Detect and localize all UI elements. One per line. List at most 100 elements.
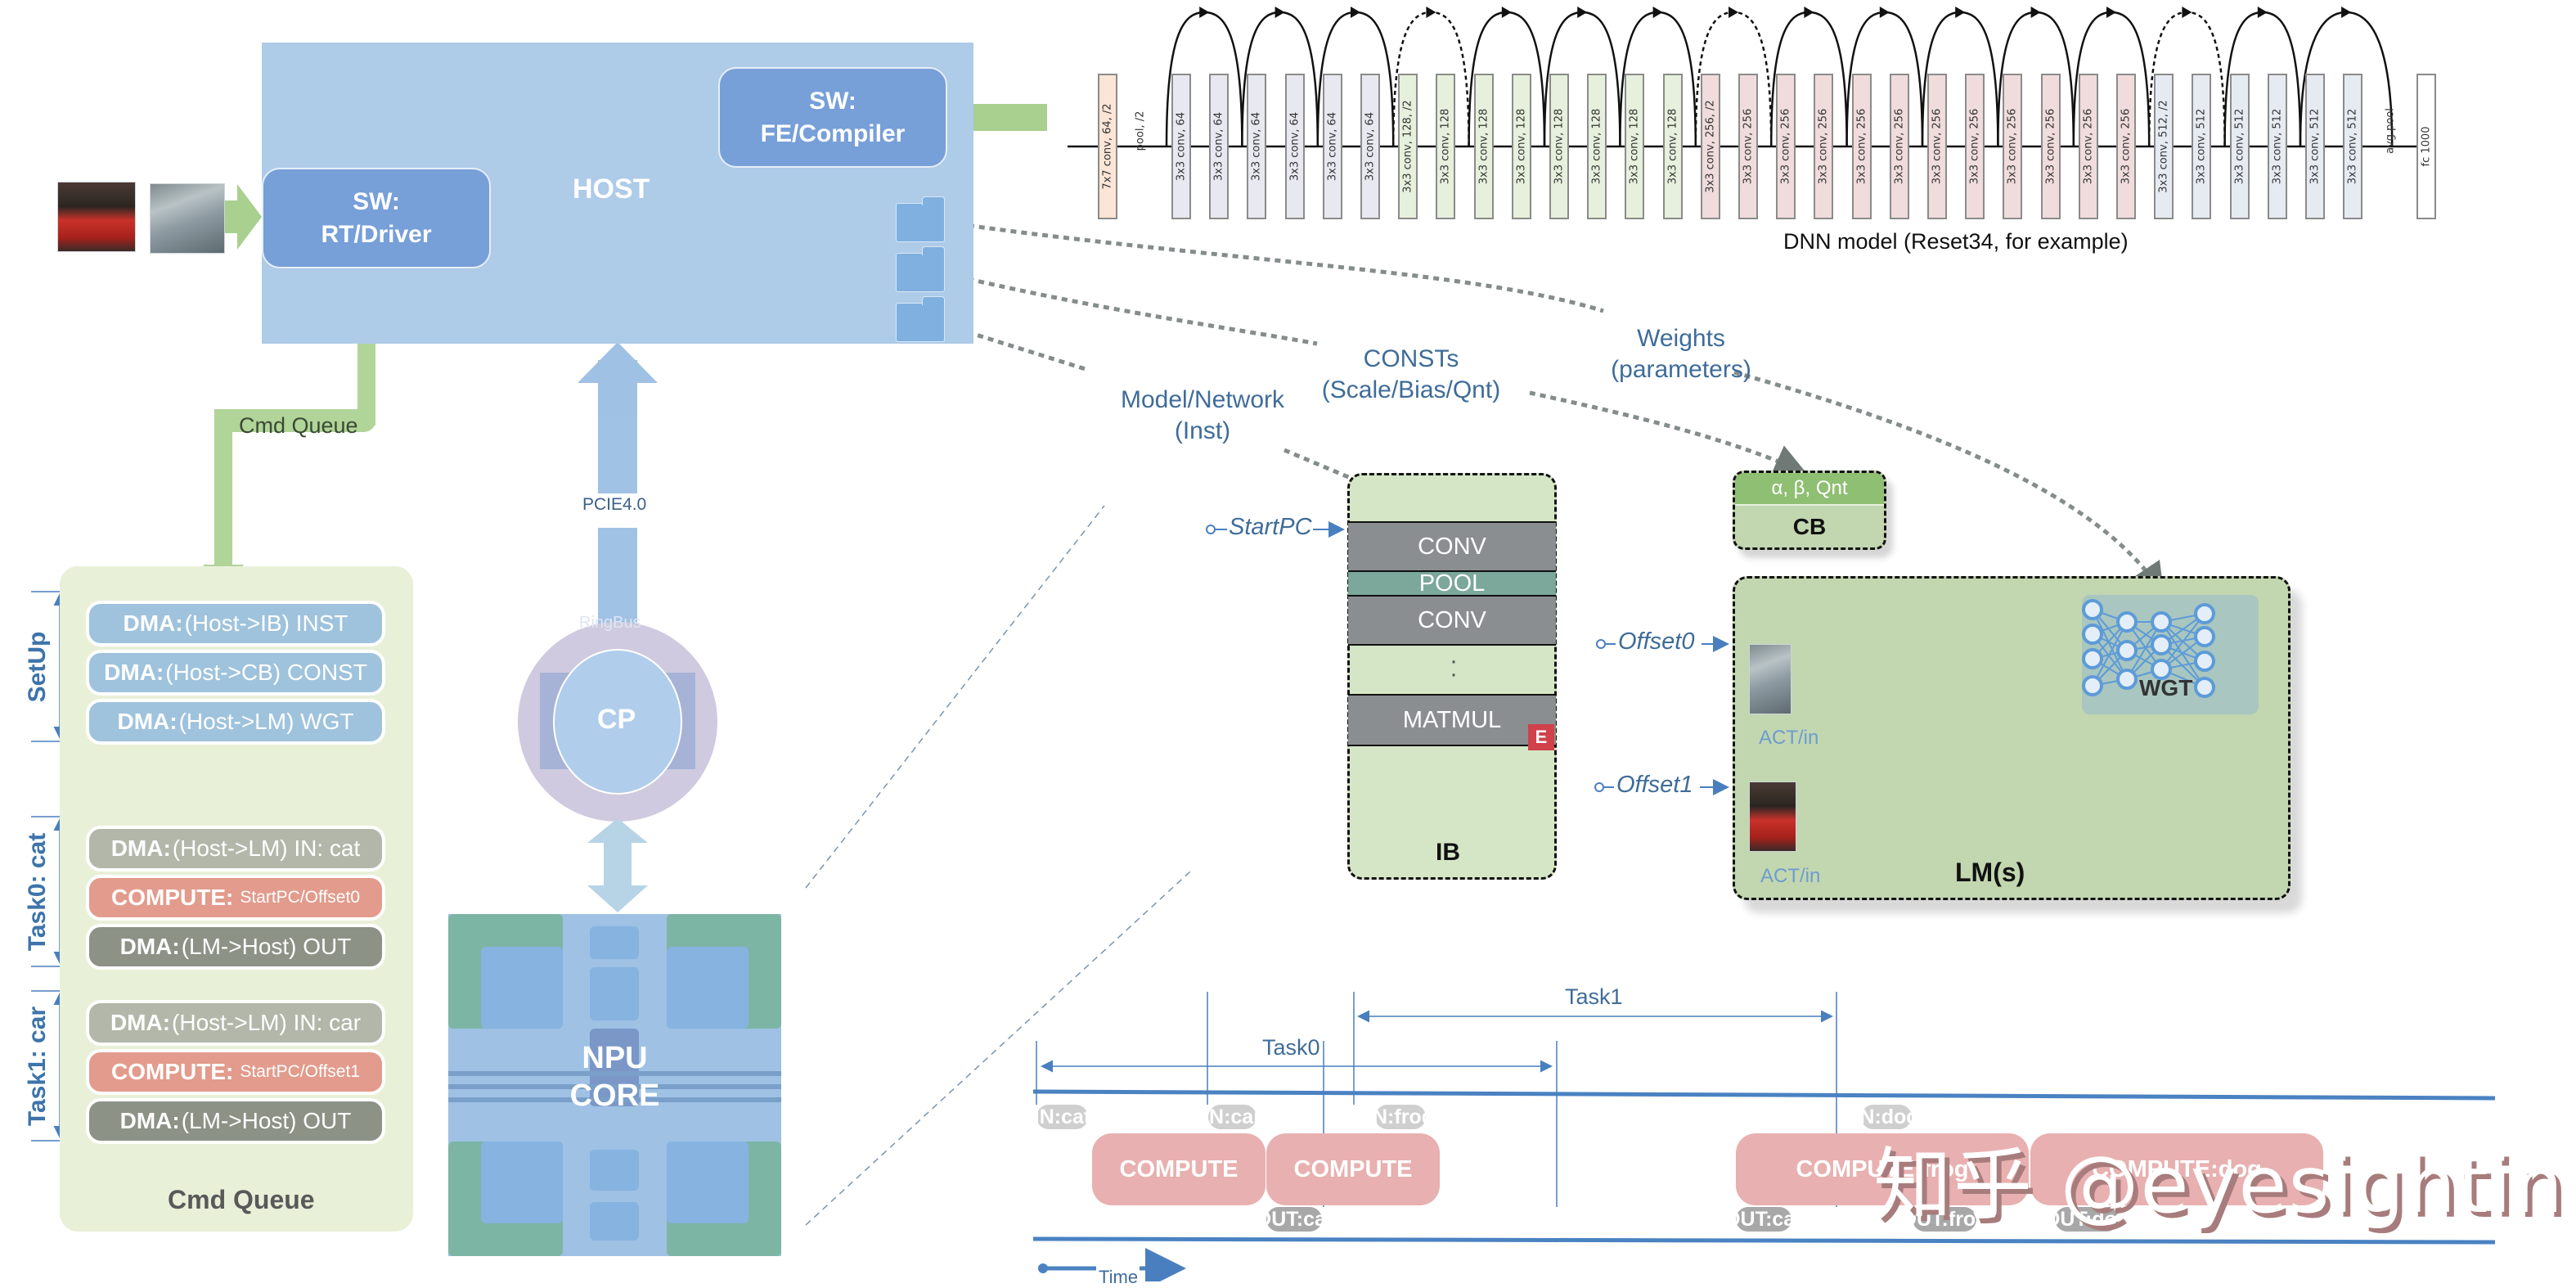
dnn-layer[interactable]: 3x3 conv, 128	[1662, 74, 1683, 219]
dnn-layer[interactable]: 3x3 conv, 64	[1284, 74, 1305, 219]
npu-block	[590, 926, 639, 959]
dnn-layer[interactable]: 3x3 conv, 64	[1209, 74, 1230, 219]
dnn-layer[interactable]: 3x3 conv, 256	[1927, 74, 1947, 219]
npu-core[interactable]	[448, 914, 781, 1256]
ib-instr-pool[interactable]: POOL	[1348, 570, 1556, 597]
cmd-text: (Host->LM) IN: cat	[172, 835, 361, 861]
cmd-queue-title: Cmd Queue	[168, 1185, 315, 1214]
cmd-detail: StartPC/Offset0	[240, 888, 360, 907]
phase-task0-label: Task0: cat	[24, 832, 51, 952]
dnn-layer-label: 3x3 conv, 256, /2	[1704, 100, 1717, 193]
pcie-label: PCIE4.0	[582, 495, 647, 514]
dnn-skip-arrowhead	[1199, 7, 1210, 18]
dnn-skip-arrowhead	[2106, 7, 2116, 18]
output-pill: OUT:frog	[1900, 1207, 1989, 1232]
cmd-text: (Host->LM) IN: car	[172, 1010, 362, 1035]
dnn-skip-arrowhead	[1426, 7, 1436, 18]
cmd-in[interactable]: DMA:(Host->LM) IN: cat	[86, 826, 385, 871]
dnn-layer[interactable]: 3x3 conv, 512	[2343, 74, 2363, 219]
dnn-layer-label: 3x3 conv, 256	[1968, 108, 1981, 185]
dnn-layer-label: 3x3 conv, 64	[1326, 111, 1339, 182]
rt-driver-box[interactable]: SW: RT/Driver	[262, 168, 491, 268]
dnn-layer[interactable]: 3x3 conv, 128	[1549, 74, 1569, 219]
constant-buffer[interactable]: α, β, Qnt CB	[1733, 471, 1886, 550]
zoom-guides	[805, 505, 1191, 1226]
dnn-layer[interactable]: 3x3 conv, 64	[1360, 74, 1380, 219]
dnn-layer[interactable]: 3x3 conv, 256	[1738, 74, 1758, 219]
cmd-setup[interactable]: DMA:(Host->LM) WGT	[86, 699, 385, 745]
dnn-layer[interactable]: 3x3 conv, 512, /2	[2154, 74, 2174, 219]
npu-label-line2: CORE	[569, 1079, 660, 1113]
cmd-prefix: DMA:	[104, 660, 164, 685]
dnn-layer[interactable]: 3x3 conv, 256	[2078, 74, 2098, 219]
input-pill: IN:cat	[1033, 1105, 1091, 1129]
task0-label: Task0	[1262, 1035, 1320, 1060]
cmd-prefix: DMA:	[117, 709, 178, 734]
dnn-layer-label: 3x3 conv, 512	[2309, 108, 2322, 185]
npu-bus	[448, 1097, 781, 1102]
dnn-layer[interactable]: 3x3 conv, 256	[1965, 74, 1985, 219]
dnn-layer[interactable]: 3x3 conv, 512	[2305, 74, 2325, 219]
ib-instr-conv[interactable]: CONV	[1348, 595, 1556, 646]
npu-block	[590, 967, 639, 1020]
cmd-out[interactable]: DMA:(LM->Host) OUT	[86, 924, 385, 970]
dnn-layer-fc[interactable]: fc 1000	[2416, 74, 2437, 219]
dnn-layer[interactable]: 3x3 conv, 128, /2	[1398, 74, 1418, 219]
cmd-prefix: DMA:	[119, 934, 180, 959]
dnn-layer[interactable]: 3x3 conv, 128	[1625, 74, 1645, 219]
cmd-setup[interactable]: DMA:(Host->CB) CONST	[86, 650, 385, 696]
dnn-layer-label: 3x3 conv, 512	[2271, 108, 2284, 185]
dnn-layer[interactable]: 3x3 conv, 512	[2229, 74, 2250, 219]
dnn-layer-label: 3x3 conv, 64	[1212, 111, 1225, 182]
dnn-skip-arrowhead	[1577, 7, 1588, 18]
dnn-layer[interactable]: 3x3 conv, 256	[1851, 74, 1872, 219]
dnn-skip-arrowhead	[1804, 7, 1814, 18]
dnn-layer-label: 3x3 conv, 256	[2006, 108, 2019, 185]
dnn-layer[interactable]: 3x3 conv, 64	[1171, 74, 1191, 219]
cmd-text: (Host->IB) INST	[184, 610, 348, 636]
dnn-layer[interactable]: 3x3 conv, 512	[2267, 74, 2287, 219]
cmd-prefix: DMA:	[110, 1010, 171, 1035]
dnn-layer-label: 3x3 conv, 128	[1628, 108, 1641, 185]
fe-compiler-line1: SW:	[809, 87, 856, 115]
dnn-layer[interactable]: 3x3 conv, 512	[2192, 74, 2212, 219]
ib-instr-conv[interactable]: CONV	[1348, 521, 1556, 572]
dnn-layer-label: 3x3 conv, 256	[1779, 108, 1792, 185]
dnn-layer[interactable]: 3x3 conv, 128	[1511, 74, 1531, 219]
dnn-layer[interactable]: 3x3 conv, 256	[1776, 74, 1796, 219]
consts-file-icon[interactable]	[896, 246, 945, 292]
dnn-layer[interactable]: 3x3 conv, 64	[1322, 74, 1342, 219]
fe-compiler-box[interactable]: SW: FE/Compiler	[718, 67, 947, 168]
dnn-layer-label: 3x3 conv, 512	[2233, 108, 2246, 185]
dnn-layer[interactable]: 3x3 conv, 64	[1247, 74, 1267, 219]
dnn-layer-label: 3x3 conv, 512	[2346, 108, 2359, 185]
weights-line1: Weights	[1637, 325, 1725, 352]
cmd-compute[interactable]: COMPUTE:StartPC/Offset0	[86, 875, 385, 921]
input-arrow	[221, 184, 262, 250]
cmd-setup[interactable]: DMA:(Host->IB) INST	[86, 601, 385, 646]
cmd-prefix: DMA:	[110, 835, 171, 861]
dnn-layer-label: 3x3 conv, 512	[2195, 108, 2208, 185]
dnn-layer[interactable]: 3x3 conv, 256	[1889, 74, 1909, 219]
watermark: 知乎 @eyesighting	[1873, 1139, 2576, 1231]
task1-label: Task1	[1565, 984, 1623, 1009]
dnn-layer-label: 3x3 conv, 256	[1817, 108, 1830, 185]
dnn-layer[interactable]: 3x3 conv, 256, /2	[1700, 74, 1720, 219]
dnn-layer[interactable]: 3x3 conv, 256	[2116, 74, 2136, 219]
dnn-layer[interactable]: 3x3 conv, 128	[1587, 74, 1607, 219]
dnn-layer[interactable]: 3x3 conv, 256	[1814, 74, 1834, 219]
cmd-compute[interactable]: COMPUTE:StartPC/Offset1	[86, 1049, 385, 1095]
dnn-layer[interactable]: 3x3 conv, 128	[1473, 74, 1494, 219]
model-file-icon[interactable]	[896, 196, 945, 242]
cmd-in[interactable]: DMA:(Host->LM) IN: car	[86, 1000, 385, 1046]
cmd-out[interactable]: DMA:(LM->Host) OUT	[86, 1098, 385, 1144]
dnn-layer[interactable]: 3x3 conv, 256	[2040, 74, 2061, 219]
dnn-layer[interactable]: 3x3 conv, 128	[1436, 74, 1456, 219]
weights-file-icon[interactable]	[896, 296, 945, 342]
ib-instr-matmul[interactable]: MATMUL	[1348, 694, 1556, 746]
dnn-layer[interactable]: 3x3 conv, 256	[2003, 74, 2023, 219]
dnn-layer-label: 3x3 conv, 128	[1439, 108, 1452, 185]
cmd-text: (Host->LM) WGT	[178, 709, 354, 734]
dnn-layer-first[interactable]: 7x7 conv, 64, /2	[1098, 74, 1117, 219]
dnn-skip-arrowhead	[1955, 7, 1966, 18]
